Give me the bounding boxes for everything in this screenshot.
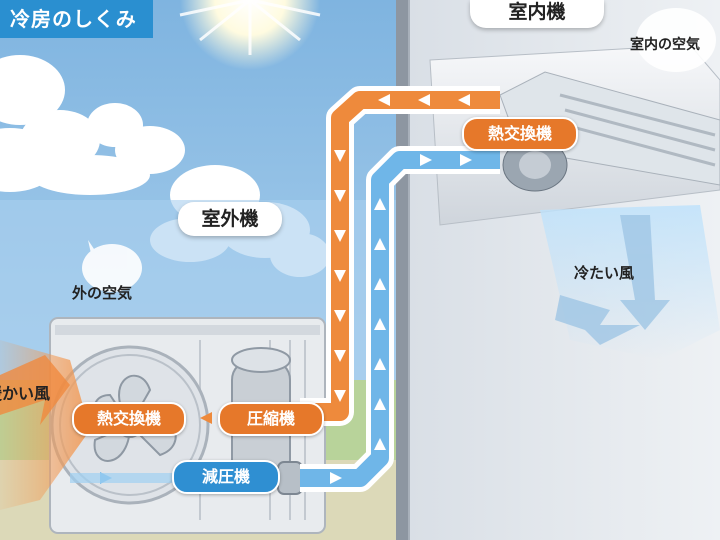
- diagram-title: 冷房のしくみ: [0, 0, 153, 38]
- indoor-unit-label: 室内機: [470, 0, 604, 28]
- expansion-valve-icon: [277, 461, 303, 495]
- outside-air-label: 外の空気: [72, 284, 133, 302]
- sun-icon: [179, 0, 321, 70]
- hot-flow-arrow-icon: [334, 94, 470, 402]
- wall-shadow: [396, 0, 408, 540]
- cool-air-arrow-icon: [555, 215, 670, 345]
- hot-refrigerant-pipe: [300, 86, 500, 426]
- cold-refrigerant-pipe: [300, 146, 500, 492]
- warm-air-arrow-icon: [0, 355, 70, 425]
- cold-flow-arrow-icon: [330, 154, 472, 484]
- indoor-air-label: 室内の空気: [630, 37, 700, 53]
- warm-air-label: 暖かい風: [0, 384, 51, 403]
- outdoor-heat-exchanger-label: 熱交換機: [72, 402, 186, 436]
- cool-air-label: 冷たい風: [574, 264, 635, 282]
- outdoor-unit-label: 室外機: [178, 202, 282, 236]
- outside-air-bubble-icon: [82, 240, 142, 292]
- outdoor-internal-arrows: [70, 412, 212, 484]
- indoor-heat-exchanger-label: 熱交換機: [462, 117, 578, 151]
- compressor-label: 圧縮機: [218, 402, 324, 436]
- indoor-air-bubble-icon: [636, 8, 716, 72]
- expansion-valve-label: 減圧機: [172, 460, 280, 494]
